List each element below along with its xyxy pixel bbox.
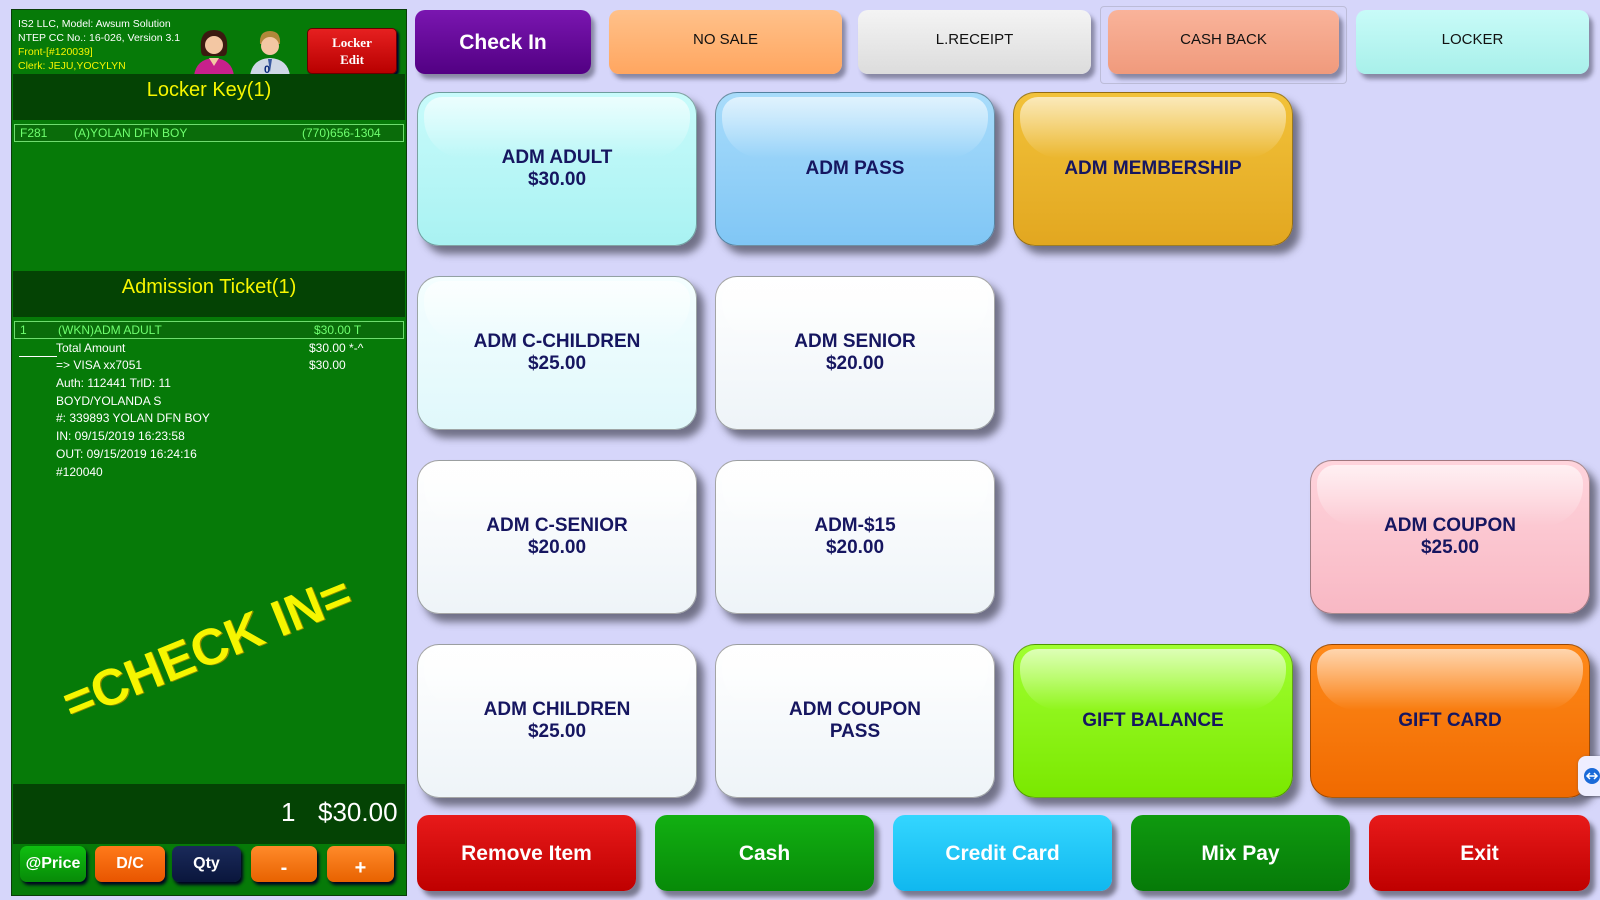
- adm-senior-button[interactable]: ADM SENIOR $20.00: [715, 276, 995, 430]
- locker-member-name: (A)YOLAN DFN BOY: [74, 126, 188, 140]
- adm-c-senior-button[interactable]: ADM C-SENIOR $20.00: [417, 460, 697, 614]
- adm-membership-button[interactable]: ADM MEMBERSHIP: [1013, 92, 1293, 246]
- receipt-panel: IS2 LLC, Model: Awsum Solution NTEP CC N…: [11, 9, 407, 896]
- adm-c-children-button[interactable]: ADM C-CHILDREN $25.00: [417, 276, 697, 430]
- check-in-button[interactable]: Check In: [415, 10, 591, 74]
- locker-button[interactable]: LOCKER: [1356, 10, 1589, 74]
- adm-children-button[interactable]: ADM CHILDREN $25.00: [417, 644, 697, 798]
- minus-button[interactable]: -: [251, 846, 317, 882]
- credit-card-button[interactable]: Credit Card: [893, 815, 1112, 891]
- exit-button[interactable]: Exit: [1369, 815, 1590, 891]
- admission-item: (WKN)ADM ADULT: [58, 323, 162, 337]
- clerk-name: Clerk: JEJU,YOCYLYN: [18, 60, 126, 72]
- company-model: IS2 LLC, Model: Awsum Solution: [18, 18, 171, 30]
- ntep-version: NTEP CC No.: 16-026, Version 3.1: [18, 32, 181, 44]
- front-terminal: Front-[#120039]: [18, 46, 93, 58]
- avatar-badge: 0: [264, 64, 271, 76]
- locker-phone: (770)656-1304: [302, 126, 381, 140]
- transaction-details: Auth: 112441 TrlD: 11 BOYD/YOLANDA S #: …: [56, 376, 210, 479]
- qty-button[interactable]: Qty: [172, 846, 241, 882]
- plus-button[interactable]: +: [327, 846, 394, 882]
- l-receipt-button[interactable]: L.RECEIPT: [858, 10, 1091, 74]
- adm-pass-button[interactable]: ADM PASS: [715, 92, 995, 246]
- payment-label: => VISA xx7051: [56, 358, 143, 372]
- adm-adult-button[interactable]: ADM ADULT $30.00: [417, 92, 697, 246]
- admission-price: $30.00 T: [314, 323, 362, 337]
- remove-item-button[interactable]: Remove Item: [417, 815, 636, 891]
- payment-value: $30.00: [309, 358, 346, 372]
- adm-coupon-button[interactable]: ADM COUPON $25.00: [1310, 460, 1590, 614]
- dc-button[interactable]: D/C: [95, 846, 165, 882]
- locker-code: F281: [20, 126, 48, 140]
- total-bar: 1 $30.00: [13, 784, 405, 844]
- admission-row[interactable]: 1 (WKN)ADM ADULT $30.00 T: [14, 321, 404, 339]
- header-info: IS2 LLC, Model: Awsum Solution NTEP CC N…: [18, 17, 180, 73]
- locker-edit-button[interactable]: Locker Edit: [307, 28, 397, 74]
- male-user-icon[interactable]: [247, 26, 293, 76]
- gift-balance-button[interactable]: GIFT BALANCE: [1013, 644, 1293, 798]
- no-sale-button[interactable]: NO SALE: [609, 10, 842, 74]
- cash-back-button[interactable]: CASH BACK: [1108, 10, 1339, 74]
- total-amount-label: Total Amount: [56, 341, 126, 355]
- remote-support-icon[interactable]: [1578, 756, 1600, 796]
- price-button[interactable]: @Price: [20, 846, 86, 882]
- admission-qty: 1: [20, 323, 27, 337]
- admission-ticket-title: Admission Ticket(1): [13, 271, 405, 317]
- total-amount-value: $30.00 *-^: [309, 341, 364, 355]
- locker-row[interactable]: F281 (A)YOLAN DFN BOY (770)656-1304: [14, 124, 404, 142]
- adm-coupon-pass-button[interactable]: ADM COUPON PASS: [715, 644, 995, 798]
- female-user-icon[interactable]: [191, 26, 237, 76]
- cash-back-focus-frame: [1100, 6, 1347, 84]
- mix-pay-button[interactable]: Mix Pay: [1131, 815, 1350, 891]
- total-qty: 1: [281, 797, 296, 827]
- adm-15-button[interactable]: ADM-$15 $20.00: [715, 460, 995, 614]
- check-in-mode-banner: =CHECK IN=: [54, 564, 360, 732]
- gift-card-button[interactable]: GIFT CARD: [1310, 644, 1590, 798]
- locker-key-title: Locker Key(1): [13, 74, 405, 120]
- signature-line: [19, 356, 57, 357]
- cash-button[interactable]: Cash: [655, 815, 874, 891]
- total-amount: $30.00: [318, 797, 398, 827]
